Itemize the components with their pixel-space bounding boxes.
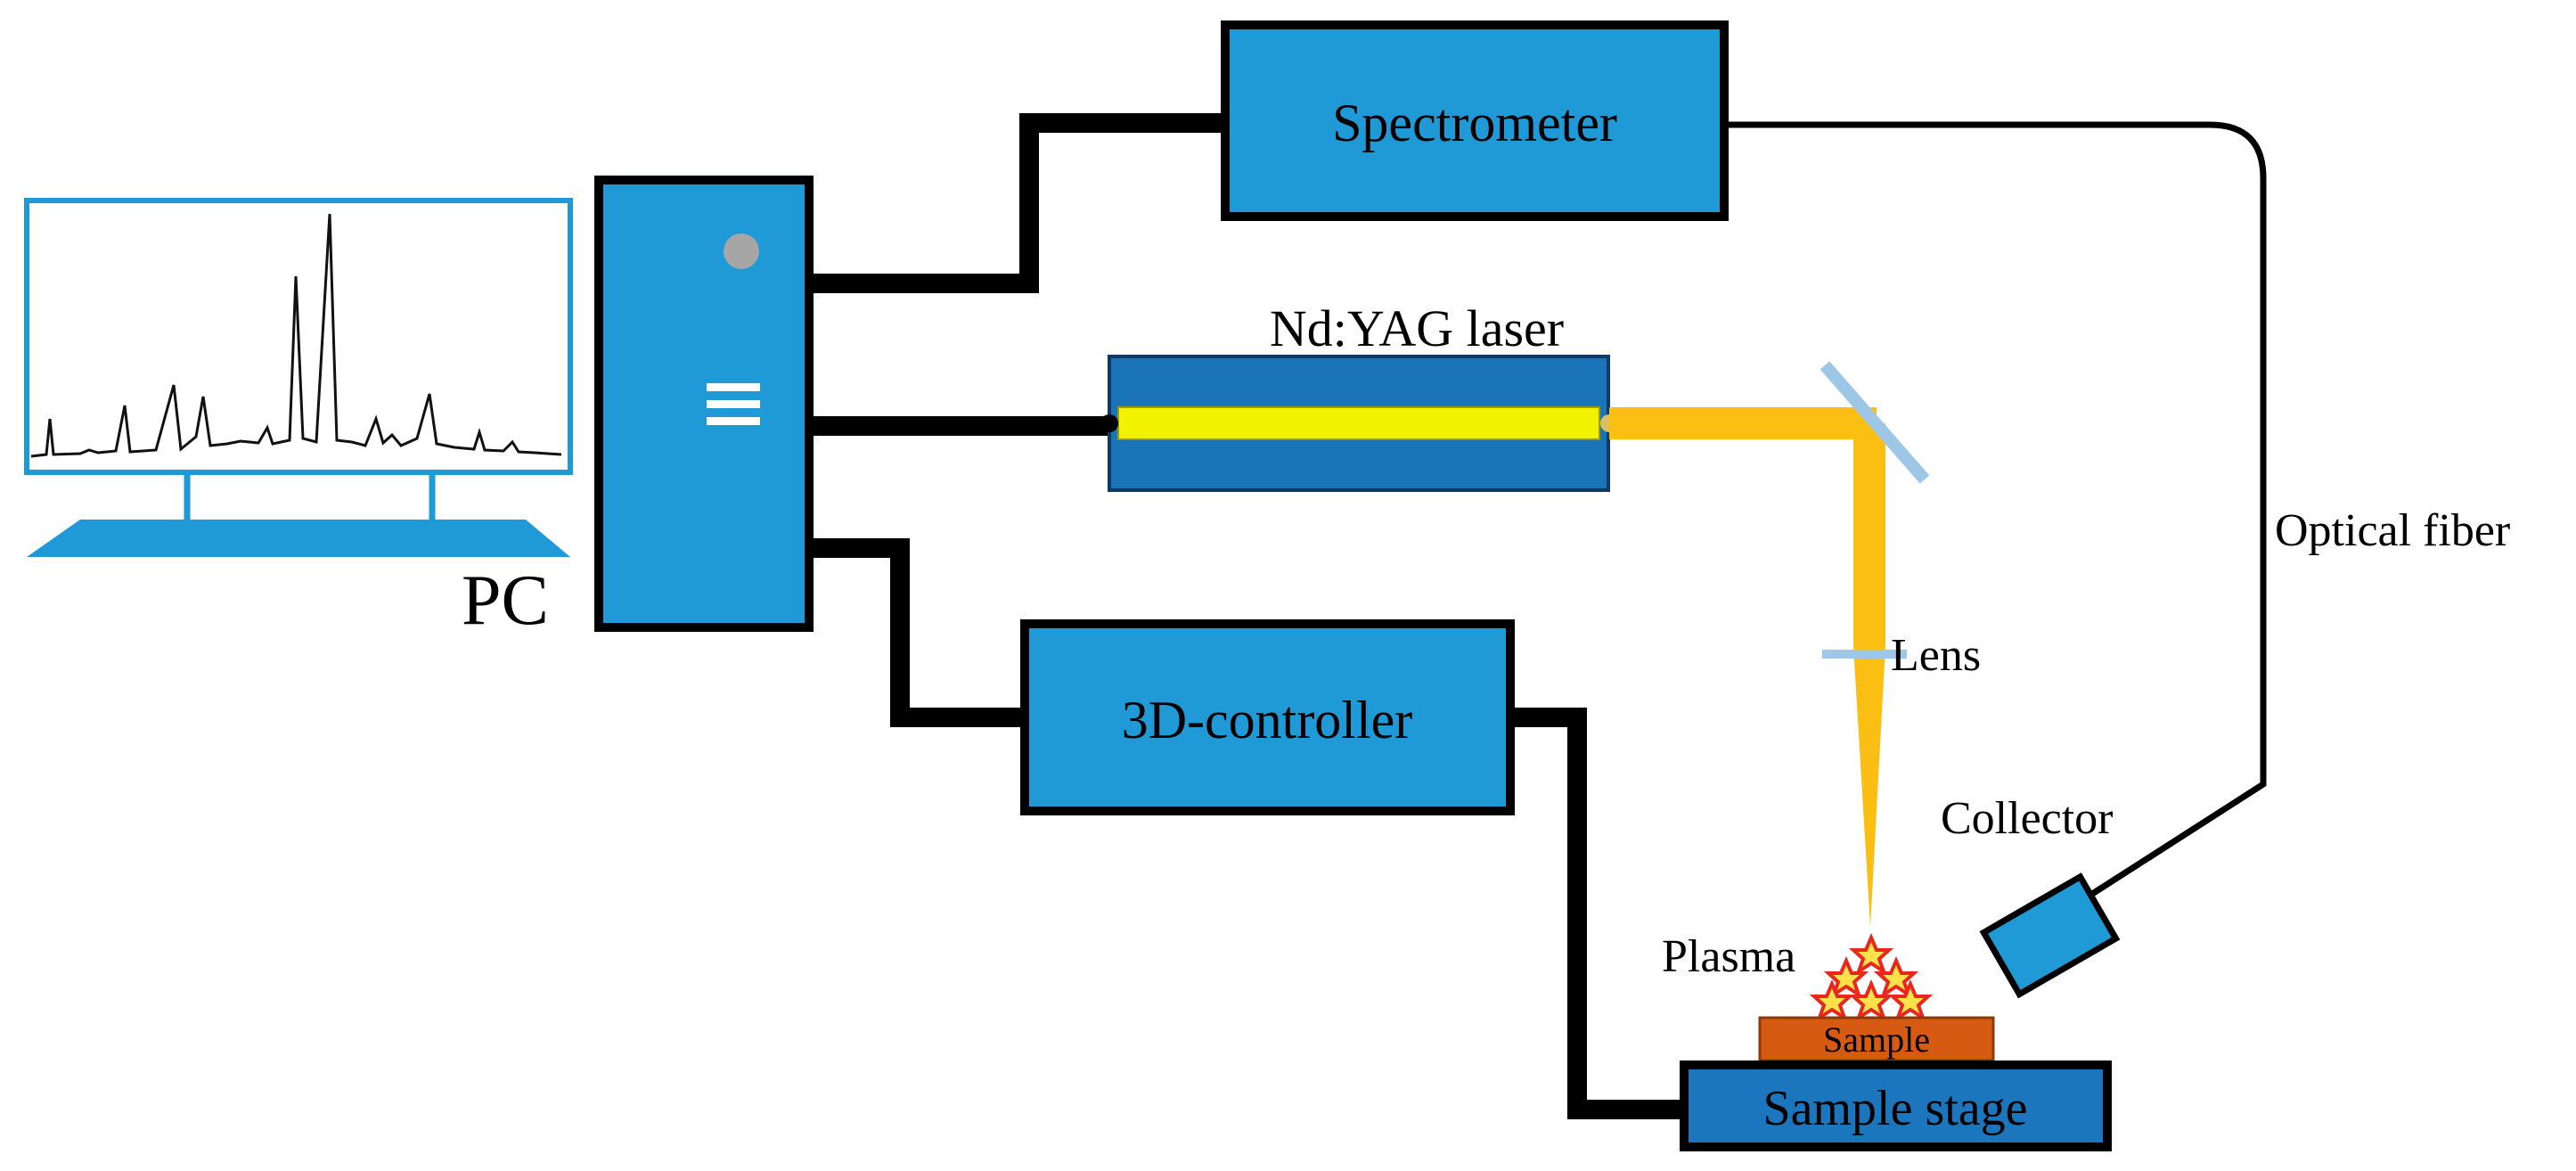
- sample-stage: Sample stage: [1680, 1060, 2112, 1151]
- spark-2: [1823, 955, 1869, 999]
- spark-5: [1848, 979, 1894, 1022]
- controller-label: 3D-controller: [1122, 691, 1413, 749]
- monitor: [24, 198, 573, 557]
- spark-3: [1873, 955, 1919, 999]
- sample: Sample: [1758, 1016, 1995, 1062]
- cable-pc-to-3d-controller: [811, 538, 1025, 727]
- laser-box: [1100, 355, 1618, 492]
- monitor-stand: [27, 520, 570, 557]
- spectrum-trace: [30, 213, 562, 458]
- cable-controller-to-stage: [1510, 708, 1684, 1119]
- collector-label: Collector: [1941, 793, 2114, 844]
- laser-rod: [1117, 406, 1600, 440]
- spectrometer-label: Spectrometer: [1332, 94, 1617, 152]
- spectrometer-box: Spectrometer: [1221, 20, 1729, 221]
- cable-pc-to-spectrometer: [811, 113, 1225, 293]
- lens-label: Lens: [1891, 630, 1981, 681]
- plasma-label: Plasma: [1662, 931, 1795, 982]
- optical-fiber: [1724, 121, 2267, 898]
- mirror: [1820, 361, 1930, 484]
- laser-beam: [1609, 407, 1885, 927]
- spark-1: [1848, 932, 1894, 976]
- spark-4: [1809, 979, 1855, 1022]
- optical-fiber-label: Optical fiber: [2275, 505, 2510, 556]
- pc-label: PC: [462, 561, 549, 640]
- sample-stage-label: Sample stage: [1762, 1081, 2027, 1136]
- controller-box: 3D-controller: [1020, 619, 1515, 815]
- sample-label: Sample: [1823, 1020, 1930, 1060]
- spark-6: [1887, 979, 1934, 1022]
- power-button-icon: [724, 233, 759, 269]
- pc-tower: [594, 176, 814, 632]
- laser-label: Nd:YAG laser: [1270, 299, 1564, 357]
- collector: [1979, 872, 2121, 999]
- plasma-sparks: [1809, 932, 1934, 1022]
- cables: [811, 113, 1684, 1119]
